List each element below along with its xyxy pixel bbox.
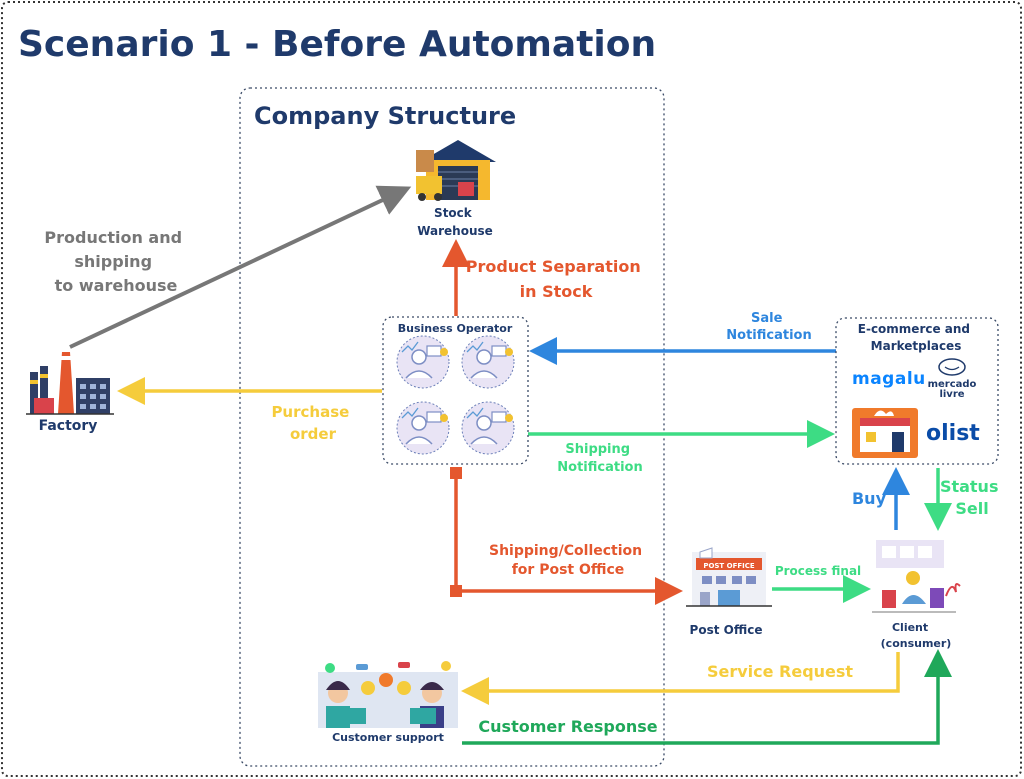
label-status-sell: Status Sell xyxy=(940,477,1004,518)
edge-service-request xyxy=(461,652,900,705)
label-shipping-collection-line-1: Shipping/Collection xyxy=(489,543,642,559)
company-structure-box xyxy=(239,87,665,767)
warehouse-node: Stock Warehouse xyxy=(416,140,496,238)
client-node: Client (consumer) xyxy=(872,540,961,650)
ecommerce-label-line-1: E-commerce and xyxy=(858,322,970,336)
label-production-line-1: Production and xyxy=(44,228,182,247)
olist-logo: olist xyxy=(926,421,980,446)
edge-production xyxy=(69,185,412,349)
label-product-separation-line-2: in Stock xyxy=(520,282,593,301)
label-status-sell-line-2: Sell xyxy=(955,499,988,518)
client-label: Client (consumer) xyxy=(881,621,952,650)
label-customer-response: Customer Response xyxy=(478,717,657,736)
operator-icon-4 xyxy=(461,401,515,455)
label-shipping-collection-line-2: for Post Office xyxy=(512,562,625,578)
label-production: Production and shipping to warehouse xyxy=(44,228,187,295)
post-office-label: Post Office xyxy=(690,623,763,637)
label-shipping-notification: Shipping Notification xyxy=(557,442,642,475)
business-operator-label: Business Operator xyxy=(398,322,513,335)
customer-support-node: Customer support xyxy=(318,661,458,744)
operator-icon-3 xyxy=(396,401,450,455)
label-product-separation: Product Separation in Stock xyxy=(466,257,647,301)
label-buy: Buy xyxy=(852,489,887,508)
magalu-logo: magalu xyxy=(852,369,926,389)
label-sale-notification-line-2: Notification xyxy=(726,328,811,343)
post-office-node: POST OFFICE Post Office xyxy=(686,547,772,637)
factory-icon xyxy=(26,352,114,415)
label-purchase-order-line-2: order xyxy=(290,425,337,443)
label-process-final: Process final xyxy=(775,564,861,578)
label-service-request: Service Request xyxy=(707,662,853,681)
customer-support-label: Customer support xyxy=(332,731,444,744)
post-office-sign: POST OFFICE xyxy=(703,562,755,570)
label-sale-notification-line-1: Sale xyxy=(751,311,783,326)
mercado-livre-logo: mercado livre xyxy=(928,358,977,400)
company-structure-title: Company Structure xyxy=(254,102,516,130)
factory-label: Factory xyxy=(39,418,98,434)
warehouse-label: Stock Warehouse xyxy=(417,206,493,238)
label-production-line-2: shipping xyxy=(74,252,152,271)
warehouse-label-line-2: Warehouse xyxy=(417,224,493,238)
factory-node: Factory xyxy=(26,352,114,434)
label-shipping-notification-line-1: Shipping xyxy=(565,442,630,457)
label-shipping-notification-line-2: Notification xyxy=(557,460,642,475)
label-shipping-collection: Shipping/Collection for Post Office xyxy=(489,543,647,578)
ecommerce-label: E-commerce and Marketplaces xyxy=(858,322,974,353)
ecommerce-node: E-commerce and Marketplaces magalu merca… xyxy=(835,317,999,465)
label-sale-notification: Sale Notification xyxy=(726,311,811,343)
label-production-line-3: to warehouse xyxy=(55,276,178,295)
operator-icon-1 xyxy=(396,335,450,389)
warehouse-icon xyxy=(416,140,496,201)
label-product-separation-line-1: Product Separation xyxy=(466,257,641,276)
business-operator-node: Business Operator xyxy=(382,316,529,465)
client-icon xyxy=(872,540,961,613)
mercado-livre-line-2: livre xyxy=(939,389,964,400)
page-title: Scenario 1 - Before Automation xyxy=(18,24,656,65)
storefront-icon xyxy=(852,408,918,458)
warehouse-label-line-1: Stock xyxy=(434,206,473,220)
customer-support-icon xyxy=(318,661,458,728)
label-purchase-order: Purchase order xyxy=(271,403,354,443)
post-office-icon: POST OFFICE xyxy=(686,547,772,607)
label-status-sell-line-1: Status xyxy=(940,477,999,496)
operator-icon-2 xyxy=(461,335,515,389)
client-label-line-2: (consumer) xyxy=(881,637,952,650)
edge-customer-response xyxy=(462,649,952,745)
ecommerce-label-line-2: Marketplaces xyxy=(871,339,962,353)
mercado-livre-line-1: mercado xyxy=(928,379,977,390)
label-purchase-order-line-1: Purchase xyxy=(271,403,349,421)
edge-shipping-start-square xyxy=(450,467,462,479)
client-label-line-1: Client xyxy=(892,621,928,634)
edge-shipping-collection xyxy=(454,479,683,605)
